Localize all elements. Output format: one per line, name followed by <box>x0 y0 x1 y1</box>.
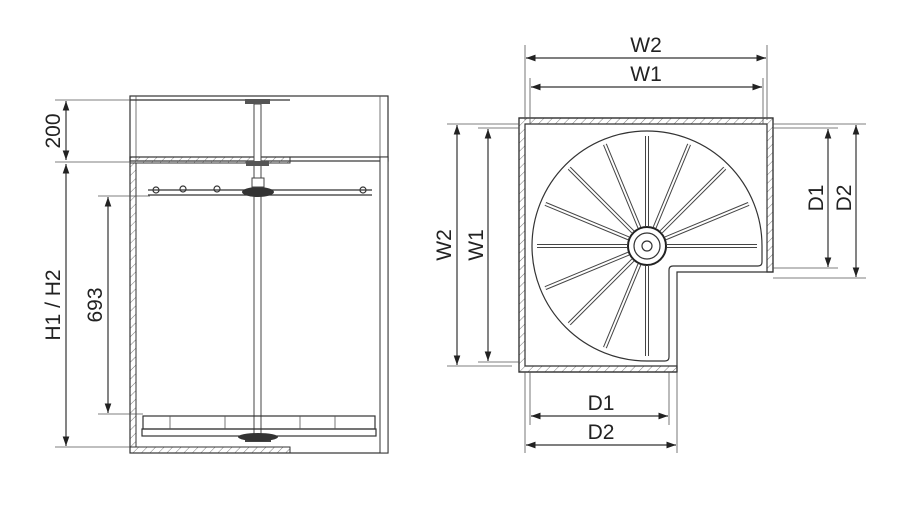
dimension-label-d2-right: D2 <box>833 185 856 212</box>
dimension-label-693: 693 <box>84 287 107 322</box>
spoke <box>665 202 750 240</box>
dimension-label-w2-top: W2 <box>630 34 662 57</box>
upper-tray <box>148 177 372 197</box>
dimension-label-height: H1 / H2 <box>42 269 65 340</box>
dimension-label-w1-left: W1 <box>465 229 488 261</box>
dimension-label-w2-left: W2 <box>433 229 456 261</box>
center-pole <box>253 103 262 435</box>
left-wall <box>129 162 137 448</box>
mid-bearing <box>246 161 269 166</box>
side-view: 200 H1 / H2 693 <box>42 95 389 454</box>
cabinet-outline <box>518 117 774 373</box>
top-view: W2 W1 W2 W1 D1 D2 D1 D2 <box>433 34 866 453</box>
carousel-basket <box>531 130 763 362</box>
spoke <box>544 252 629 290</box>
spoke <box>568 167 634 233</box>
spoke <box>653 143 691 228</box>
bottom-panel <box>129 446 291 454</box>
spoke <box>544 202 629 240</box>
dimension-label-d2-bottom: D2 <box>588 421 615 444</box>
bottom-tray <box>141 415 377 441</box>
basket-spokes <box>537 136 757 356</box>
dimension-label-w1-top: W1 <box>630 63 662 86</box>
dimension-label-200: 200 <box>42 113 65 148</box>
dimension-label-d1-bottom: D1 <box>588 392 615 415</box>
right-wall <box>379 156 389 454</box>
dimension-label-d1-right: D1 <box>805 185 828 212</box>
spoke <box>568 259 634 325</box>
top-bearing <box>245 99 270 104</box>
spoke <box>660 167 726 233</box>
spoke <box>603 143 641 228</box>
spoke <box>603 264 641 349</box>
